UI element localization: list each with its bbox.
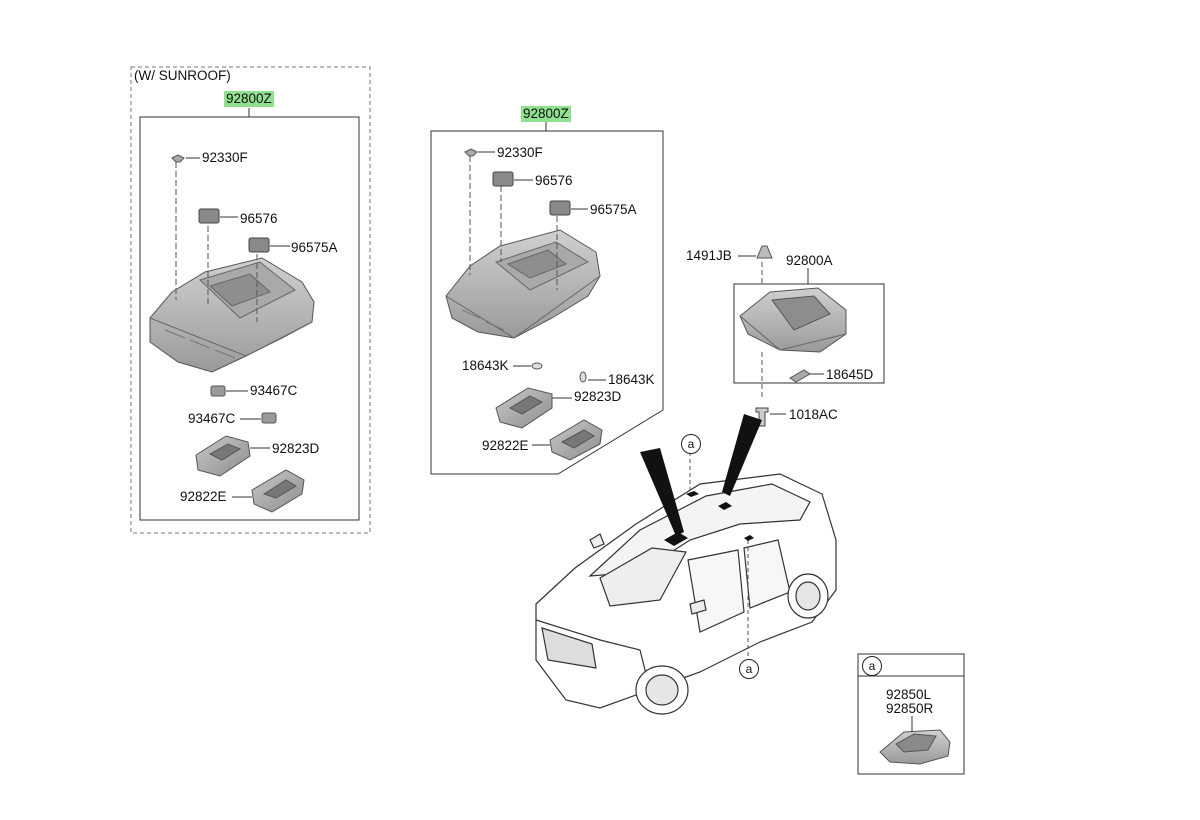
part-label-92822e[interactable]: 92822E — [482, 438, 529, 453]
part-label-1018ac[interactable]: 1018AC — [789, 407, 838, 422]
detail-a-marker: a — [862, 656, 882, 676]
part-label-96576[interactable]: 96576 — [240, 211, 278, 226]
sunroof-condition-label: (W/ SUNROOF) — [134, 68, 231, 83]
map-lamp-image — [879, 729, 951, 765]
part-label-92330f[interactable]: 92330F — [202, 150, 248, 165]
part-label-92330f[interactable]: 92330F — [497, 145, 543, 160]
part-label-92850r[interactable]: 92850R — [886, 701, 934, 716]
part-label-1491jb[interactable]: 1491JB — [686, 248, 732, 263]
vehicle-marker-a-top[interactable]: a — [681, 434, 701, 454]
room-lamp-box — [733, 283, 885, 384]
part-label-18643k[interactable]: 18643K — [462, 358, 509, 373]
sunroof-dashed-frame — [130, 66, 371, 534]
part-label-18643k[interactable]: 18643K — [608, 372, 655, 387]
part-label-96576[interactable]: 96576 — [535, 173, 573, 188]
part-label-92822e[interactable]: 92822E — [180, 489, 227, 504]
part-label-92823d[interactable]: 92823D — [574, 389, 622, 404]
part-label-92850l[interactable]: 92850L — [886, 687, 932, 702]
part-label-96575a[interactable]: 96575A — [590, 202, 637, 217]
std-console-image — [445, 229, 601, 339]
part-label-92823d[interactable]: 92823D — [272, 441, 320, 456]
part-label-93467c[interactable]: 93467C — [250, 383, 298, 398]
detail-a-box — [857, 653, 965, 775]
part-label-93467c[interactable]: 93467C — [188, 411, 236, 426]
part-label-96575a[interactable]: 96575A — [291, 240, 338, 255]
sunroof-assembly-part-number[interactable]: 92800Z — [224, 91, 274, 107]
room-assembly-part-number[interactable]: 92800A — [786, 253, 833, 268]
vehicle-illustration — [535, 473, 837, 715]
part-label-18645d[interactable]: 18645D — [826, 367, 874, 382]
std-assembly-box — [430, 130, 664, 475]
sunroof-console-image — [149, 257, 315, 373]
std-assembly-part-number[interactable]: 92800Z — [521, 106, 571, 122]
vehicle-marker-a-bottom[interactable]: a — [739, 659, 759, 679]
room-lamp-image — [739, 287, 847, 353]
